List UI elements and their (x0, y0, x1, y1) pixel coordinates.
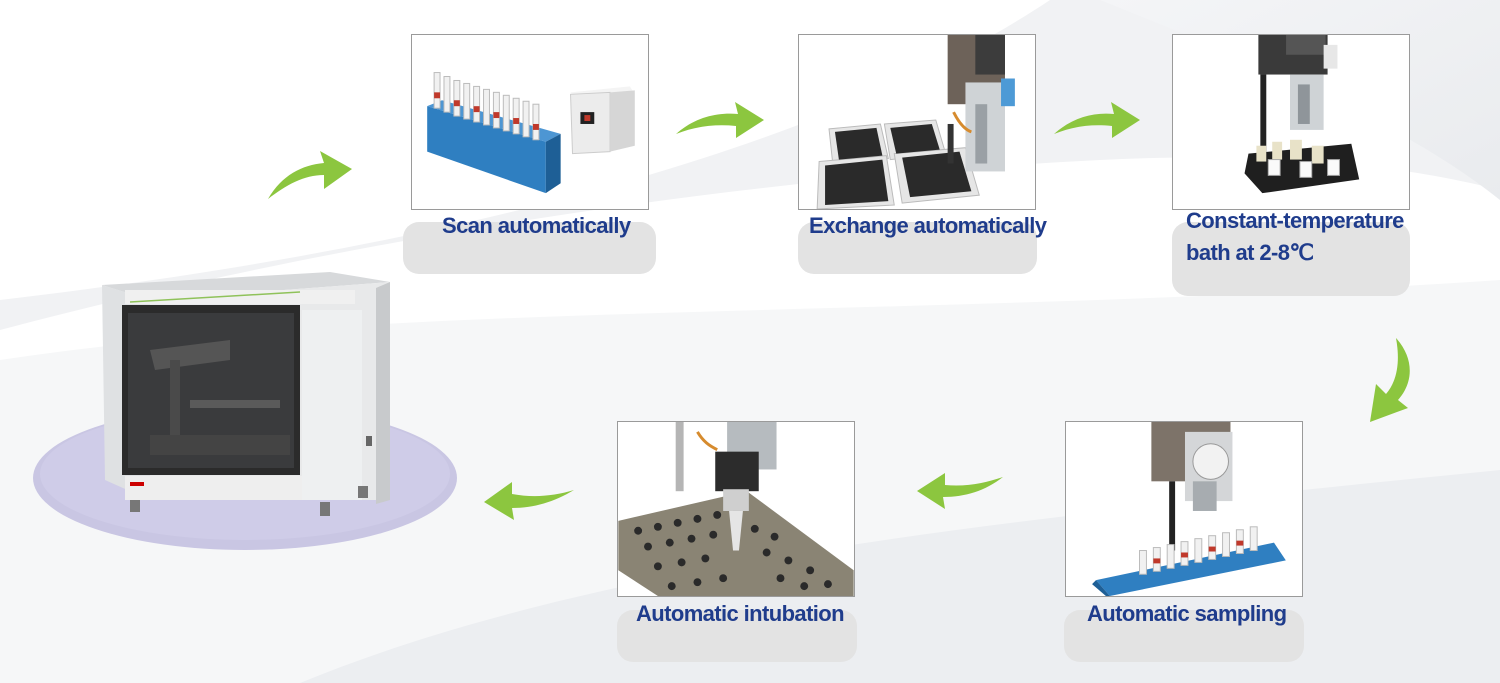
sampling-photo (1065, 421, 1303, 597)
bath-label-pill (1172, 222, 1410, 296)
scan-label: Scan automatically (442, 213, 631, 238)
sampling-label-pill (1064, 610, 1304, 662)
intubation-photo (617, 421, 855, 597)
sampling-label: Automatic sampling (1087, 601, 1287, 626)
instrument-illustration (30, 250, 470, 560)
bath-photo (1172, 34, 1410, 210)
flow-arrow-icon (268, 151, 352, 199)
scan-photo (411, 34, 649, 210)
flow-arrow-icon (676, 102, 764, 138)
intubation-label: Automatic intubation (636, 601, 845, 626)
flow-arrow-icon (1370, 338, 1410, 422)
flow-arrow-icon (484, 482, 574, 520)
flow-arrow-icon (917, 473, 1003, 509)
flow-arrow-icon (1054, 102, 1140, 138)
intubation-label-pill (617, 610, 857, 662)
scan-label-pill (403, 222, 656, 274)
exchange-label: Exchange automatically (809, 213, 1047, 238)
bath-label-line1: Constant-temperature (1186, 208, 1404, 233)
exchange-label-pill (798, 222, 1037, 274)
exchange-photo (798, 34, 1036, 210)
bath-label-line2: bath at 2-8℃ (1186, 240, 1314, 265)
